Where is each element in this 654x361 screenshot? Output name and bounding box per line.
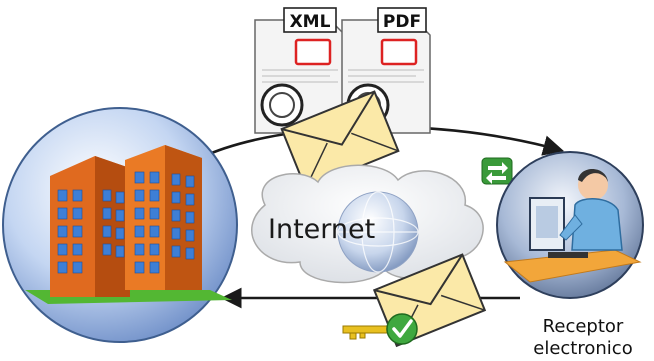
- sender-company: [2, 107, 238, 343]
- xml-tag: XML: [290, 12, 331, 32]
- building-icon: [25, 145, 232, 304]
- user-computer-icon: [503, 168, 642, 283]
- receiver-label-line2: electronico: [533, 338, 633, 359]
- receiver-label-line1: Receptor: [542, 316, 624, 337]
- receiver: [496, 151, 644, 299]
- pdf-tag: PDF: [383, 12, 421, 32]
- internet-label: Internet: [268, 214, 375, 245]
- globe-icon: [337, 191, 419, 273]
- envelope-icon: [280, 90, 400, 190]
- check-icon: [386, 313, 418, 345]
- transfer-icon: [481, 157, 513, 185]
- document-xml-icon: XML: [254, 7, 346, 134]
